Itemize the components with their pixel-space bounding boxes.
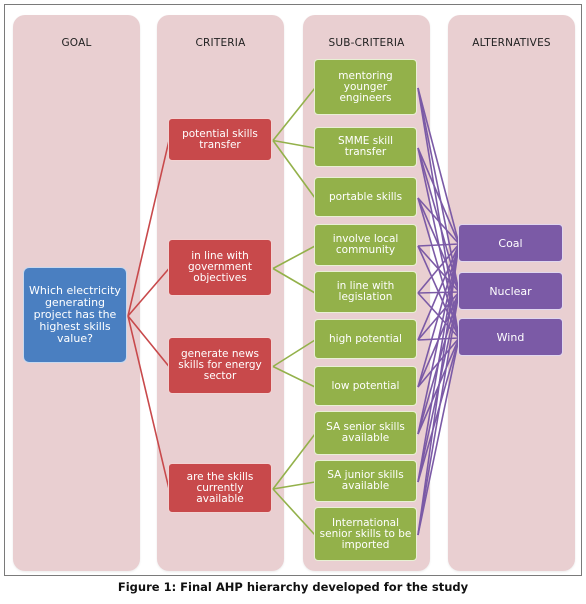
- diagram-frame: GOAL CRITERIA SUB-CRITERIA ALTERNATIVES …: [4, 4, 582, 576]
- subcriterion-node-8: SA senior skills available: [314, 411, 417, 455]
- criterion-subcriterion-link: [272, 140, 316, 199]
- alternative-node-wind: Wind: [458, 318, 563, 356]
- subcriterion-alternative-link: [417, 243, 460, 536]
- subcriterion-node-10: International senior skills to be import…: [314, 507, 417, 561]
- subcriterion-node-1: mentoring younger engineers: [314, 59, 417, 115]
- criteria-column-title: CRITERIA: [195, 37, 246, 49]
- subcriterion-node-3: portable skills: [314, 177, 417, 217]
- subcriterion-alternative-link: [417, 243, 460, 435]
- subcriterion-node-7: low potential: [314, 366, 417, 406]
- criterion-subcriterion-link: [272, 267, 316, 294]
- goal-criterion-link: [127, 315, 170, 490]
- hierarchy-links: [127, 87, 460, 536]
- criterion-subcriterion-link: [272, 139, 316, 149]
- subcriterion-alternative-link: [417, 197, 460, 245]
- criterion-subcriterion-link: [272, 365, 316, 388]
- criterion-subcriterion-link: [272, 481, 316, 490]
- alternatives-column-title: ALTERNATIVES: [472, 37, 551, 49]
- subcriterion-node-5: in line with legislation: [314, 271, 417, 313]
- criterion-subcriterion-link: [272, 245, 316, 270]
- criterion-subcriterion-link: [272, 87, 316, 141]
- criterion-subcriterion-link: [272, 339, 316, 368]
- goal-node: Which electricity generating project has…: [23, 267, 127, 363]
- subcriterion-alternative-link: [417, 243, 460, 483]
- subcriterion-node-9: SA junior skills available: [314, 460, 417, 502]
- figure-caption: Figure 1: Final AHP hierarchy developed …: [117, 580, 469, 594]
- subcriterion-node-6: high potential: [314, 319, 417, 359]
- goal-column-title: GOAL: [61, 37, 92, 49]
- goal-criterion-link: [127, 315, 170, 368]
- subcriterion-node-4: involve local community: [314, 224, 417, 266]
- subcriterion-alternative-link: [417, 337, 460, 536]
- alternative-node-coal: Coal: [458, 224, 563, 262]
- goal-criterion-link: [127, 267, 170, 317]
- subcriterion-node-2: SMME skill transfer: [314, 127, 417, 167]
- subcriteria-column-title: SUB-CRITERIA: [328, 37, 405, 49]
- subcriterion-alternative-link: [417, 291, 460, 536]
- alternative-node-nuclear: Nuclear: [458, 272, 563, 310]
- subcriterion-alternative-link: [417, 147, 460, 245]
- criterion-subcriterion-link: [272, 433, 316, 490]
- criterion-subcriterion-link: [272, 488, 316, 536]
- subcriterion-alternative-link: [417, 243, 460, 247]
- subcriterion-alternative-link: [417, 243, 460, 294]
- subcriterion-alternative-link: [417, 87, 460, 245]
- criterion-node-3: generate news skills for energy sector: [168, 337, 272, 394]
- subcriterion-alternative-link: [417, 243, 460, 388]
- criterion-node-2: in line with government objectives: [168, 239, 272, 296]
- criterion-node-4: are the skills currently available: [168, 463, 272, 513]
- goal-criterion-link: [127, 140, 170, 317]
- subcriterion-alternative-link: [417, 243, 460, 341]
- criterion-node-1: potential skills transfer: [168, 118, 272, 161]
